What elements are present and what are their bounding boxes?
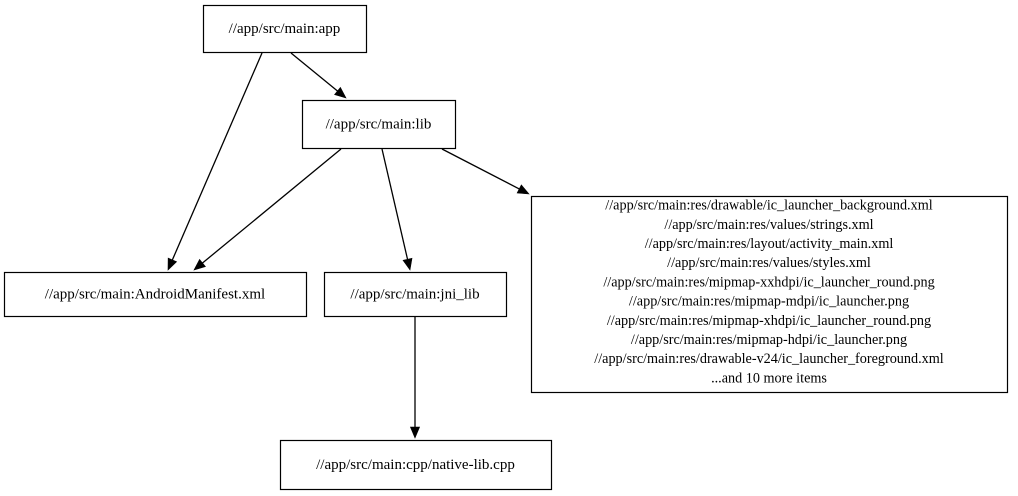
node-label-line: //app/src/main:res/drawable-v24/ic_launc… xyxy=(594,351,944,367)
graph-node-resources[interactable]: //app/src/main:res/drawable/ic_launcher_… xyxy=(530,195,1009,394)
graph-node-manifest[interactable]: //app/src/main:AndroidManifest.xml xyxy=(3,271,308,318)
graph-node-jni_lib[interactable]: //app/src/main:jni_lib xyxy=(323,271,508,318)
graph-edge xyxy=(167,52,263,271)
edge-line xyxy=(202,148,342,264)
node-box[interactable] xyxy=(301,99,457,150)
node-label: //app/src/main:AndroidManifest.xml xyxy=(45,286,265,302)
graph-node-lib[interactable]: //app/src/main:lib xyxy=(301,99,457,150)
edge-arrowhead xyxy=(193,258,206,271)
graph-edge xyxy=(409,317,421,439)
graph-edge xyxy=(441,148,530,195)
edge-line xyxy=(441,148,520,190)
graph-node-native_lib[interactable]: //app/src/main:cpp/native-lib.cpp xyxy=(279,439,553,491)
edge-arrowhead xyxy=(334,86,347,99)
edge-line xyxy=(171,52,263,261)
graph-node-app[interactable]: //app/src/main:app xyxy=(202,4,368,54)
node-label-line: //app/src/main:res/mipmap-mdpi/ic_launch… xyxy=(629,294,909,310)
node-label-line: //app/src/main:res/mipmap-xhdpi/ic_launc… xyxy=(607,313,931,329)
node-label-line: ...and 10 more items xyxy=(711,370,827,386)
node-box[interactable] xyxy=(323,271,508,318)
node-label: //app/src/main:cpp/native-lib.cpp xyxy=(316,457,515,473)
node-box[interactable] xyxy=(202,4,368,54)
node-label-line: //app/src/main:res/layout/activity_main.… xyxy=(645,236,894,252)
node-label: //app/src/main:lib xyxy=(326,116,432,132)
node-label-line: //app/src/main:res/mipmap-hdpi/ic_launch… xyxy=(631,332,907,348)
node-label-line: //app/src/main:res/drawable/ic_launcher_… xyxy=(605,198,932,214)
edge-arrowhead xyxy=(409,426,421,439)
edges-layer xyxy=(167,52,530,439)
node-label: //app/src/main:res/drawable/ic_launcher_… xyxy=(594,198,944,387)
graph-edge xyxy=(381,148,413,271)
node-label: //app/src/main:app xyxy=(229,21,341,37)
node-label-line: //app/src/main:res/values/styles.xml xyxy=(667,255,871,271)
edge-arrowhead xyxy=(167,257,178,271)
edge-line xyxy=(381,148,409,260)
graph-edge xyxy=(290,52,347,99)
graph-edge xyxy=(193,148,342,271)
nodes-layer: //app/src/main:app //app/src/main:lib //ap… xyxy=(3,4,1009,491)
edge-arrowhead xyxy=(516,184,530,195)
edge-arrowhead xyxy=(402,257,413,271)
node-box[interactable] xyxy=(279,439,553,491)
edge-line xyxy=(290,52,338,92)
node-label-line: //app/src/main:res/mipmap-xxhdpi/ic_laun… xyxy=(603,274,934,290)
node-label: //app/src/main:jni_lib xyxy=(350,286,479,302)
node-label-line: //app/src/main:res/values/strings.xml xyxy=(664,217,873,233)
node-box[interactable] xyxy=(530,195,1009,394)
node-box[interactable] xyxy=(3,271,308,318)
